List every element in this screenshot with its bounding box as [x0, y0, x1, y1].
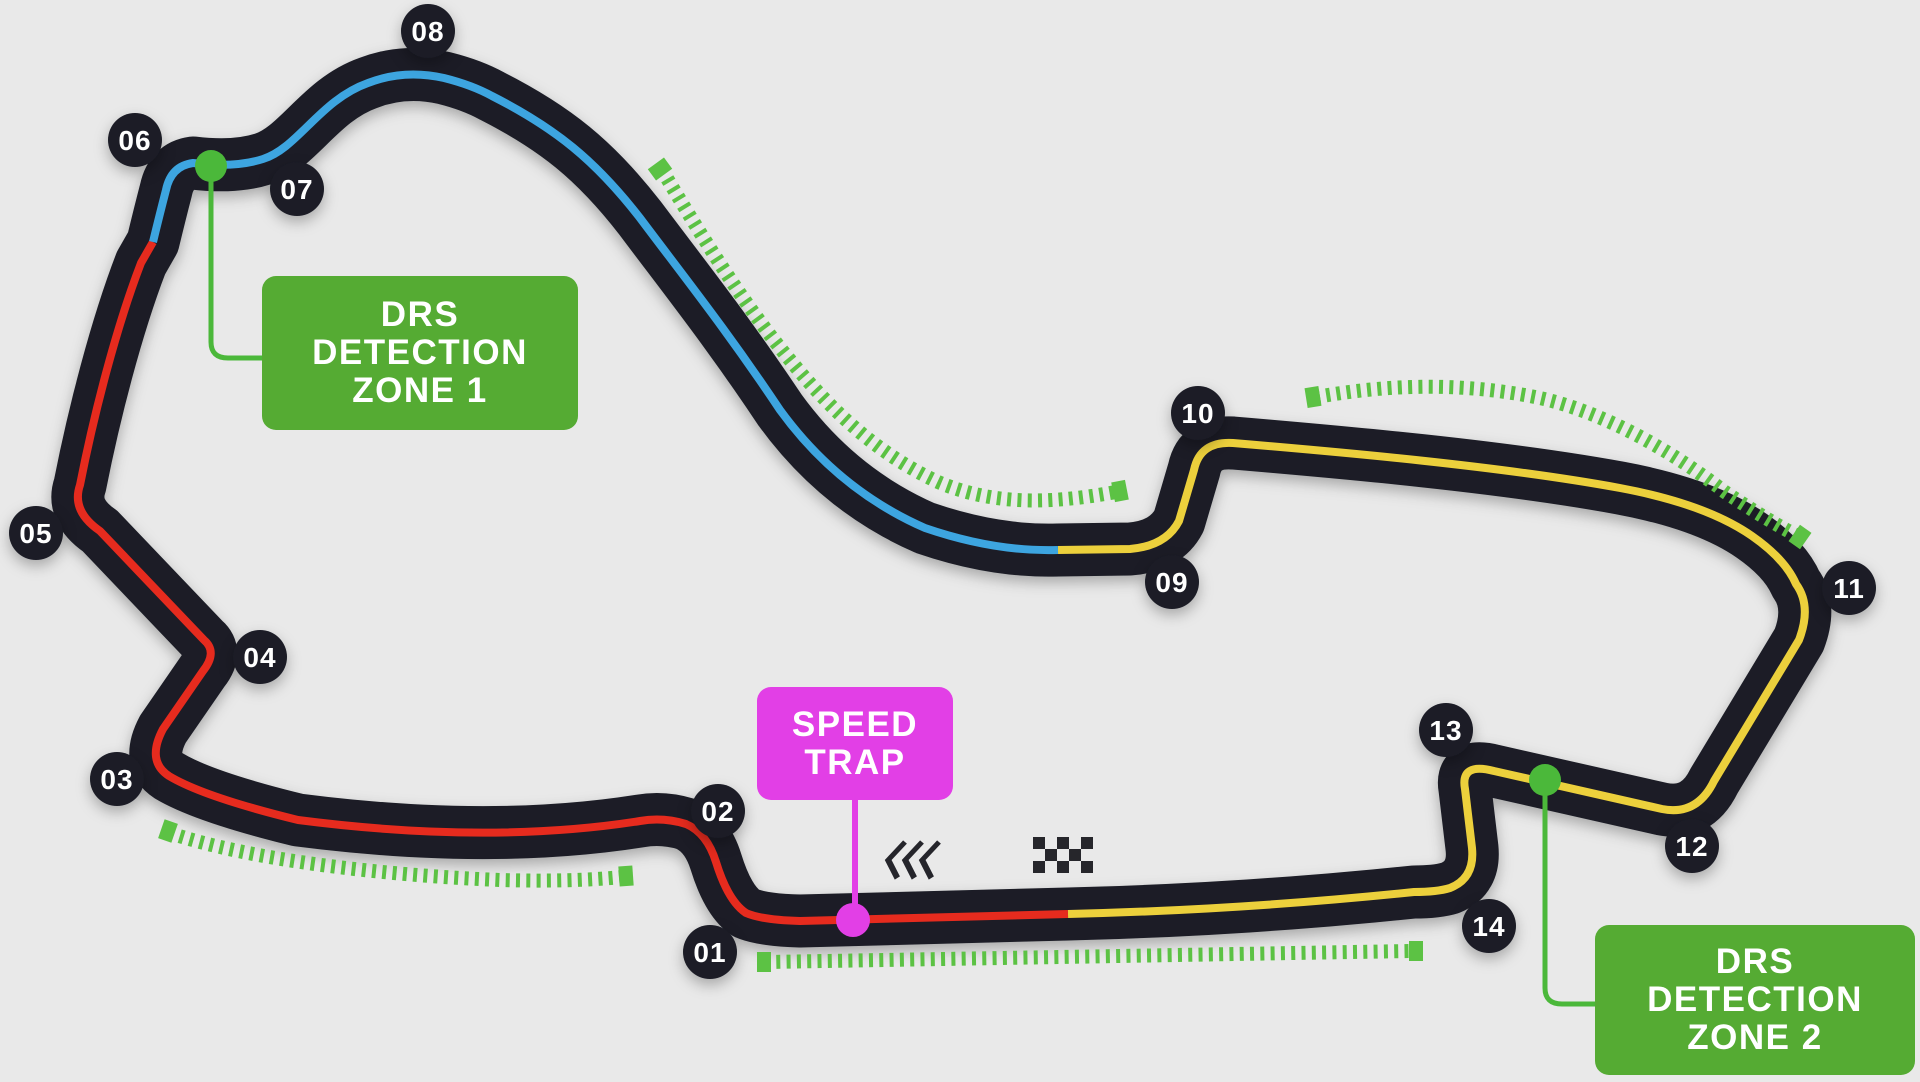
svg-text:02: 02 [701, 796, 734, 827]
svg-text:14: 14 [1472, 911, 1505, 942]
speed-trap-label: SPEED TRAP [757, 687, 953, 800]
sector-1-line [73, 240, 1069, 925]
speed-trap-point [836, 903, 870, 937]
drs-detection-point-1 [195, 150, 227, 182]
svg-text:10: 10 [1181, 398, 1214, 429]
drs-detection-point-2 [1529, 764, 1561, 796]
drs-zone-cap [1409, 941, 1423, 961]
label-line: SPEED [791, 704, 919, 744]
drs-detection-1-leader-line [208, 180, 262, 361]
label-line: DRS [380, 295, 460, 334]
turn-badge-12: 12 [1665, 819, 1719, 873]
turn-badge-06: 06 [108, 113, 162, 167]
svg-text:12: 12 [1675, 831, 1708, 862]
turn-badge-03: 03 [90, 752, 144, 806]
svg-text:11: 11 [1833, 573, 1865, 604]
drs-zone-end-caps [158, 157, 1812, 972]
checkered-flag-icon [1033, 837, 1093, 873]
drs-zone-dashes-main-straight [765, 944, 1413, 969]
label-line: TRAP [804, 742, 906, 782]
drs-detection-zone-2-label: DRS DETECTION ZONE 2 [1595, 925, 1915, 1075]
drs-zone-cap [618, 865, 634, 887]
turn-badge-01: 01 [683, 925, 737, 979]
drs-zone-dashes-bottom-left [167, 826, 624, 888]
turn-badge-04: 04 [233, 630, 287, 684]
svg-text:13: 13 [1429, 715, 1462, 746]
turn-badge-14: 14 [1462, 899, 1516, 953]
svg-text:01: 01 [693, 937, 726, 968]
svg-text:09: 09 [1155, 567, 1188, 598]
drs-zone-dashes-right [1314, 379, 1802, 543]
turn-badge-05: 05 [9, 506, 63, 560]
label-line: DRS [1715, 942, 1795, 981]
drs-detection-2-leader-line [1542, 792, 1595, 1007]
drs-zone-cap [647, 157, 673, 181]
svg-text:07: 07 [280, 174, 313, 205]
turn-badge-08: 08 [401, 4, 455, 58]
label-line: ZONE 2 [1687, 1018, 1823, 1057]
sector-3-line [1057, 438, 1809, 918]
turn-badge-09: 09 [1145, 555, 1199, 609]
drs-zone-cap [757, 952, 771, 972]
label-line: DETECTION [312, 333, 528, 372]
turn-badge-11: 11 [1822, 561, 1876, 615]
label-line: ZONE 1 [352, 371, 488, 410]
drs-zone-cap [158, 819, 178, 843]
turn-badge-10: 10 [1171, 386, 1225, 440]
drs-zone-cap [1304, 386, 1322, 408]
svg-text:05: 05 [19, 518, 52, 549]
drs-detection-zone-1-label: DRS DETECTION ZONE 1 [262, 276, 578, 430]
race-direction-chevrons-icon [884, 840, 941, 880]
turn-badges: 01 02 03 04 05 06 07 08 09 10 11 12 [9, 4, 1876, 979]
drs-zone-cap [1111, 479, 1129, 503]
svg-text:08: 08 [411, 16, 444, 47]
svg-text:06: 06 [118, 125, 151, 156]
turn-badge-07: 07 [270, 162, 324, 216]
drs-zone-cap [1788, 524, 1812, 550]
label-line: DETECTION [1647, 980, 1863, 1019]
turn-badge-02: 02 [691, 784, 745, 838]
svg-text:03: 03 [100, 764, 133, 795]
svg-text:04: 04 [243, 642, 276, 673]
turn-badge-13: 13 [1419, 703, 1473, 757]
